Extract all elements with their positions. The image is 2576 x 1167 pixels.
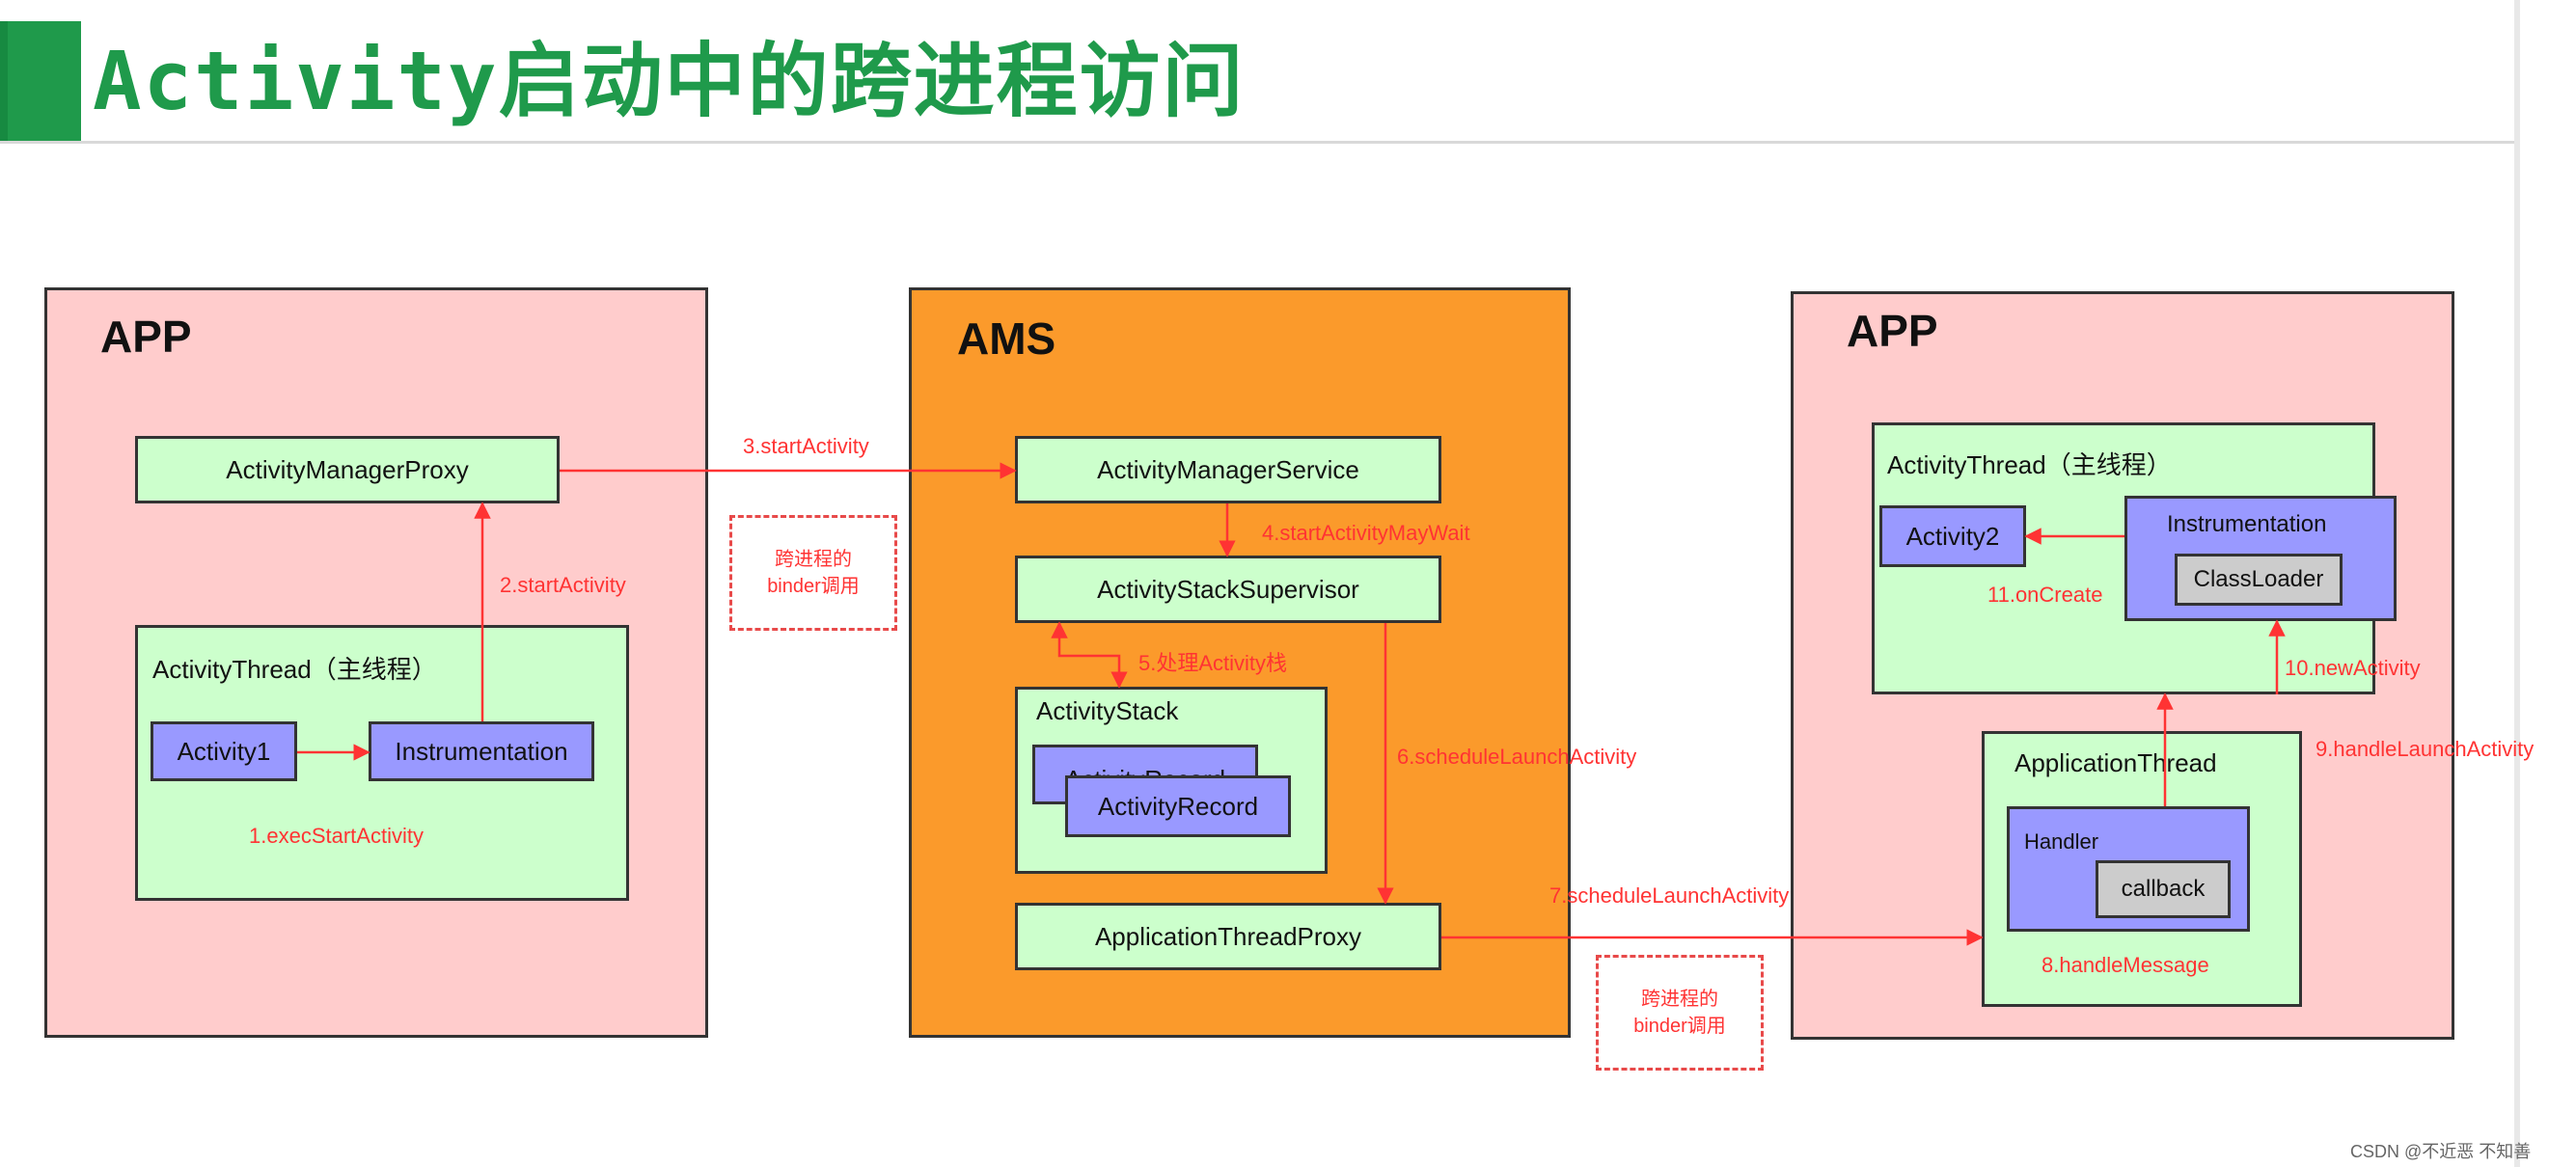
right-edge-divider (2514, 0, 2520, 1167)
node-activity1: Activity1 (151, 721, 297, 781)
note-binder-left: 跨进程的 binder调用 (729, 515, 897, 631)
node-activity-manager-proxy: ActivityManagerProxy (135, 436, 560, 503)
node-activity-stack-supervisor: ActivityStackSupervisor (1015, 556, 1441, 623)
node-activity-stack-label: ActivityStack (1036, 696, 1179, 725)
node-activity-manager-service: ActivityManagerService (1015, 436, 1441, 503)
panel-app-right-title: APP (1847, 306, 1938, 356)
edge-label-7: 7.scheduleLaunchActivity (1549, 883, 1790, 908)
node-activity2: Activity2 (1879, 505, 2026, 567)
node-callback: callback (2096, 860, 2231, 918)
node-instrumentation-right-label: Instrumentation (2167, 511, 2327, 537)
title-accent-bar (0, 21, 81, 141)
node-activity-thread-right-label: ActivityThread（主线程） (1887, 450, 2172, 479)
node-application-thread-label: ApplicationThread (2014, 748, 2217, 777)
node-application-thread-proxy: ApplicationThreadProxy (1015, 903, 1441, 970)
edge-label-10: 10.newActivity (2285, 656, 2421, 680)
node-activity-thread-left-label: ActivityThread（主线程） (152, 655, 437, 684)
edge-label-8: 8.handleMessage (2042, 953, 2209, 977)
note-binder-left-line1: 跨进程的 (775, 549, 852, 570)
node-handler-label: Handler (2024, 829, 2099, 854)
page-title: Activity启动中的跨进程访问 (93, 34, 1246, 128)
panel-ams-title: AMS (957, 313, 1056, 364)
note-binder-right-line1: 跨进程的 (1641, 989, 1718, 1010)
node-activity-record-front: ActivityRecord (1065, 775, 1291, 837)
edge-label-4: 4.startActivityMayWait (1262, 521, 1470, 545)
node-instrumentation-left: Instrumentation (369, 721, 594, 781)
edge-label-3: 3.startActivity (743, 434, 869, 458)
note-binder-right: 跨进程的 binder调用 (1596, 955, 1764, 1071)
edge-label-2: 2.startActivity (500, 573, 626, 597)
edge-label-5: 5.处理Activity栈 (1138, 651, 1288, 675)
edge-label-1: 1.execStartActivity (249, 824, 424, 848)
watermark: CSDN @不近恶 不知善 (2350, 1142, 2532, 1161)
edge-label-9: 9.handleLaunchActivity (2316, 737, 2535, 761)
edge-label-6: 6.scheduleLaunchActivity (1397, 745, 1637, 769)
node-class-loader: ClassLoader (2175, 554, 2343, 606)
note-binder-left-line2: binder调用 (767, 576, 860, 597)
edge-label-11: 11.onCreate (1987, 583, 2103, 607)
note-binder-right-line2: binder调用 (1633, 1016, 1726, 1037)
panel-app-left-title: APP (100, 312, 192, 362)
title-divider (0, 141, 2520, 144)
